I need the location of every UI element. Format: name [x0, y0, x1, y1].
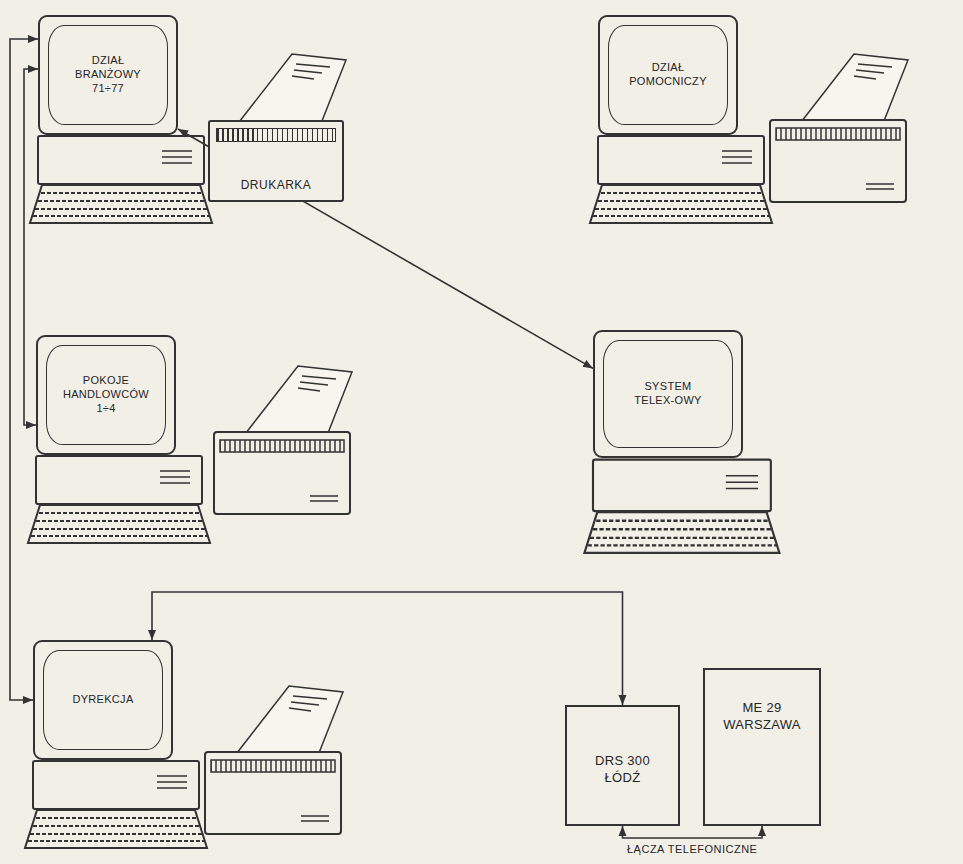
connectors: [10, 39, 762, 838]
printer-label-area: DRUKARKA: [216, 142, 336, 192]
node-label: POKOJE HANDLOWCÓW 1÷4: [61, 374, 151, 415]
monitor-screen: DZIAŁ POMOCNICZY: [608, 25, 728, 125]
node-label: DRS 300 ŁÓDŹ: [591, 753, 655, 787]
connector: [623, 826, 763, 838]
printer-symbol: [205, 686, 343, 834]
computer-monitor: DZIAŁ BRANŻOWY 71÷77: [38, 15, 178, 135]
computer-base: [584, 460, 779, 553]
node-label: DZIAŁ BRANŻOWY 71÷77: [63, 54, 153, 95]
node-label: ME 29 WARSZAWA: [722, 700, 802, 734]
monitor-screen: DYREKCJA: [43, 650, 163, 750]
printer-box: DRUKARKA: [208, 120, 344, 202]
computer-base: [25, 761, 207, 848]
monitor-screen: DZIAŁ BRANŻOWY 71÷77: [48, 25, 168, 125]
computer-monitor: DYREKCJA: [33, 640, 173, 760]
computer-center-box: ME 29 WARSZAWA: [703, 668, 821, 826]
printer-roller: [216, 128, 336, 142]
printer-symbol: [214, 366, 352, 514]
node-label: DRUKARKA: [241, 178, 312, 192]
connector: [10, 39, 38, 700]
node-label: DYREKCJA: [72, 693, 133, 707]
connector-label: ŁĄCZA TELEFONICZNE: [624, 843, 760, 856]
monitor-screen: POKOJE HANDLOWCÓW 1÷4: [46, 345, 166, 445]
computer-base: [590, 136, 772, 223]
monitor-screen: SYSTEM TELEX-OWY: [603, 340, 733, 448]
computer-center-box: DRS 300 ŁÓDŹ: [565, 705, 680, 826]
computer-monitor: POKOJE HANDLOWCÓW 1÷4: [36, 335, 176, 455]
computer-monitor: DZIAŁ POMOCNICZY: [598, 15, 738, 135]
computer-base: [28, 456, 210, 543]
printer-symbol: [770, 54, 908, 202]
node-label: DZIAŁ POMOCNICZY: [623, 61, 713, 89]
computer-base: [30, 136, 212, 223]
printer-paper: [236, 54, 346, 126]
node-label: SYSTEM TELEX-OWY: [623, 380, 713, 408]
computer-monitor: SYSTEM TELEX-OWY: [593, 330, 743, 458]
connector: [152, 592, 623, 705]
